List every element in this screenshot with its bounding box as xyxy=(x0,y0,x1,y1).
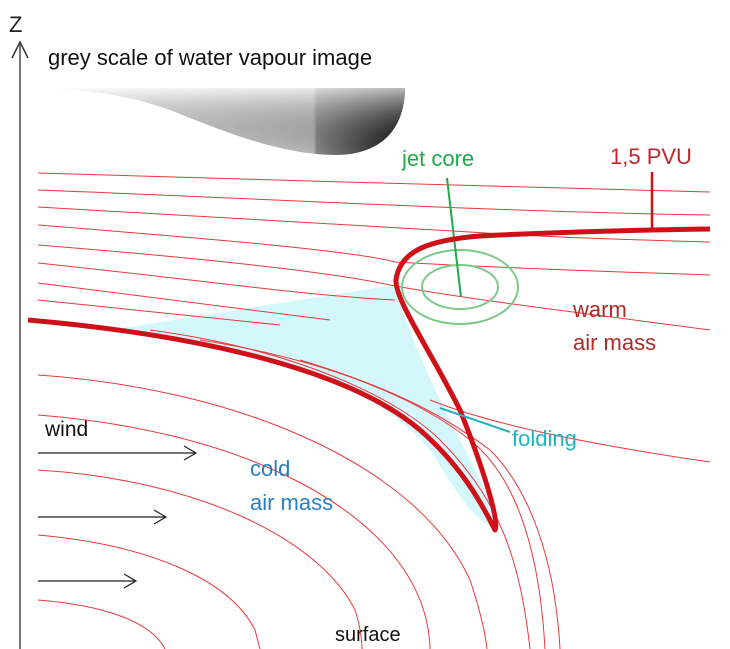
jet-core-label: jet core xyxy=(401,146,474,171)
pvu-tropopause-line xyxy=(27,226,711,533)
wind-label: wind xyxy=(44,418,88,441)
isentropes xyxy=(37,172,711,649)
wind-arrow-1 xyxy=(38,445,198,461)
surface-label: surface xyxy=(335,624,401,646)
folding-region xyxy=(110,285,496,528)
folding-pointer xyxy=(439,407,511,433)
warm-air-mass-label-2: air mass xyxy=(573,330,656,355)
diagram-title: grey scale of water vapour image xyxy=(48,45,372,70)
folding-label: folding xyxy=(512,426,577,451)
wind-arrow-3 xyxy=(38,573,138,589)
wind-arrows xyxy=(38,445,198,589)
warm-air-mass-label-1: warm xyxy=(572,297,627,322)
z-axis-label: Z xyxy=(9,12,22,37)
wind-arrow-2 xyxy=(38,509,168,525)
z-axis-arrowhead xyxy=(11,40,29,59)
cold-air-mass-label-2: air mass xyxy=(250,490,333,515)
cold-air-mass-label-1: cold xyxy=(250,456,290,481)
jet-core-ellipses xyxy=(401,249,519,325)
pvu-label: 1,5 PVU xyxy=(610,144,692,169)
